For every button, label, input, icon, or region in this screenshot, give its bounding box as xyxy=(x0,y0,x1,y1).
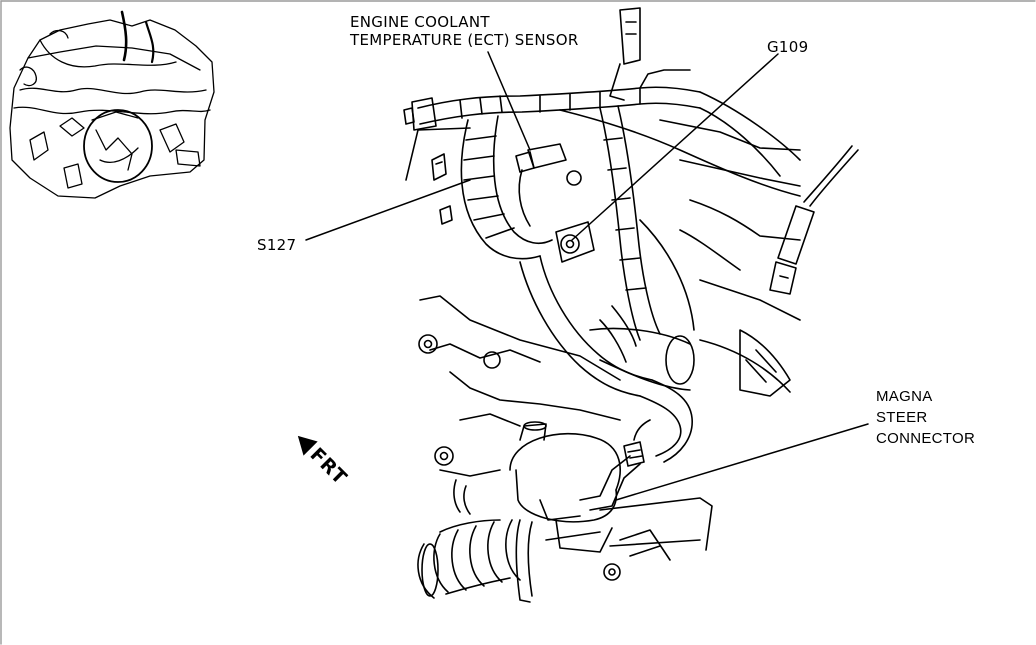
wiring-harness xyxy=(403,69,801,463)
steering-rack xyxy=(417,421,713,603)
leader-lines xyxy=(305,51,869,501)
magna-steer-connector-part xyxy=(623,419,651,467)
engine-locator-thumbnail xyxy=(9,10,215,199)
ect-sensor-label: ENGINE COOLANT TEMPERATURE (ECT) SENSOR xyxy=(350,13,579,49)
magna-steer-leader xyxy=(615,423,869,501)
ect-sensor-label-line2: TEMPERATURE (ECT) SENSOR xyxy=(350,31,579,49)
ect-sensor xyxy=(515,143,582,227)
g109-leader xyxy=(571,53,779,241)
g109-ground-bolt xyxy=(555,221,595,263)
g109-label: G109 xyxy=(767,38,809,56)
ect-sensor-label-line1: ENGINE COOLANT xyxy=(350,13,490,31)
magna-steer-label-line1: MAGNA xyxy=(876,388,933,405)
magna-steer-label-line2: STEER xyxy=(876,409,928,426)
s127-label: S127 xyxy=(257,236,297,254)
engine-block-outline xyxy=(405,7,859,515)
exhaust-pipe xyxy=(589,327,791,393)
ect-sensor-leader xyxy=(487,51,531,151)
magna-steer-connector-label: MAGNA STEER CONNECTOR xyxy=(876,386,975,449)
s127-leader xyxy=(305,179,471,241)
magna-steer-label-line3: CONNECTOR xyxy=(876,430,976,447)
